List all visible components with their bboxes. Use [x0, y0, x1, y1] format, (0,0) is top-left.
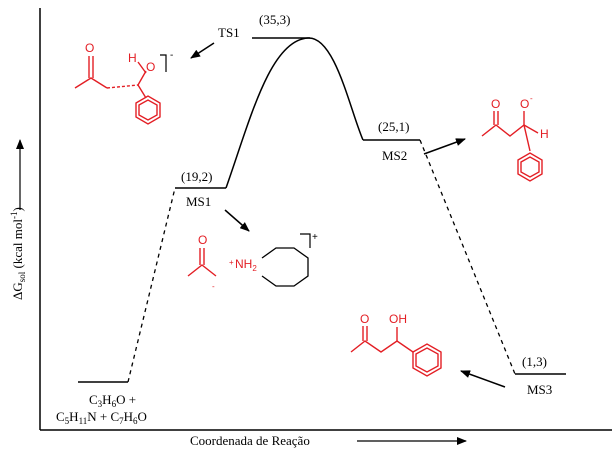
ts1-charge: - [170, 50, 173, 61]
connector-reactants-ms1 [127, 187, 176, 383]
reactants-label-line1: C3H6O + [89, 392, 136, 409]
ms3-oh: OH [389, 312, 407, 326]
ms1-plus: + [229, 258, 234, 267]
ms1-name: MS1 [186, 194, 211, 209]
ts1-alkoxide-o: O [146, 60, 155, 74]
ms2-h: H [540, 127, 549, 141]
arrow-ms3-molecule [460, 370, 506, 388]
y-axis-label: ΔGsol (kcal mol-1) [9, 207, 27, 300]
arrow-ms1-molecule [224, 209, 250, 232]
x-axis-label: Coordenada de Reação [190, 433, 310, 448]
ms1-enolate [187, 248, 217, 277]
ms3-value: (1,3) [522, 354, 547, 369]
reactants-label-line2: C5H11N + C7H6O [56, 409, 147, 426]
ms1-nh2: NH2 [235, 257, 257, 273]
ms2-carbonyl-o: O [491, 97, 500, 111]
ms1-bracket [300, 233, 311, 248]
ms1-value: (19,2) [181, 169, 212, 184]
connector-ms2-ms3 [419, 139, 516, 375]
ts1-carbonyl-o: O [85, 41, 94, 55]
ms1-enolate-charge: - [212, 282, 215, 291]
ms2-molecule [481, 111, 543, 182]
arrow-ts1-molecule [190, 42, 215, 59]
ms2-alkoxide-o: O [520, 97, 529, 111]
ms1-charge: + [312, 232, 318, 243]
arrow-ms2-molecule [423, 138, 466, 155]
ts1-h: H [128, 51, 137, 65]
ms2-charge: - [530, 94, 533, 103]
svg-text:ΔGsol (kcal mol-1): ΔGsol (kcal mol-1) [9, 207, 27, 300]
ms3-name: MS3 [527, 382, 552, 397]
ms2-name: MS2 [382, 148, 407, 163]
ms1-enolate-o: O [198, 233, 207, 247]
ms1-piperidinium-ring [261, 247, 309, 287]
ms3-carbonyl-o: O [360, 312, 369, 326]
ts1-name: TS1 [218, 25, 240, 40]
ts1-bracket [160, 54, 167, 72]
ms2-value: (25,1) [378, 119, 409, 134]
ms3-molecule [350, 326, 442, 377]
curve-ms1-ts1-ms2 [225, 37, 364, 189]
ts1-value: (35,3) [259, 12, 290, 27]
ts1-molecule [74, 56, 161, 125]
